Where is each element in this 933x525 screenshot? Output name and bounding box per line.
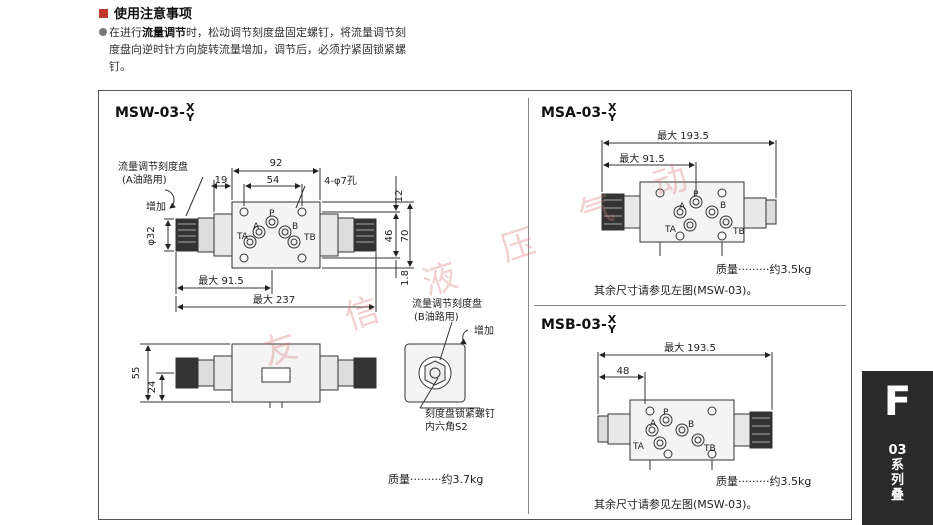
svg-text:TA: TA — [664, 225, 677, 235]
svg-text:TB: TB — [303, 233, 316, 243]
svg-text:48: 48 — [617, 366, 630, 377]
section-letter: F — [883, 379, 912, 425]
svg-text:B: B — [292, 222, 298, 232]
svg-text:A: A — [253, 222, 260, 232]
svg-text:A: A — [650, 419, 657, 429]
svg-text:最大 193.5: 最大 193.5 — [664, 341, 716, 354]
svg-text:增加: 增加 — [146, 200, 166, 213]
section-tab: F 03 系 列 叠 — [862, 371, 933, 525]
svg-text:最大 237: 最大 237 — [253, 293, 295, 306]
horizontal-divider — [534, 305, 846, 306]
vertical-divider — [528, 98, 529, 514]
msw-weight: 质量·········约3.7kg — [388, 473, 484, 486]
msa-weight: 质量·········约3.5kg — [716, 263, 812, 276]
svg-text:19: 19 — [215, 175, 228, 186]
section-number: 03 — [888, 443, 907, 458]
section-title: 使用注意事项 — [99, 3, 192, 22]
svg-text:B: B — [720, 201, 726, 211]
svg-text:P: P — [693, 190, 699, 200]
msw-end-view — [404, 321, 480, 409]
svg-text:流量调节刻度盘: 流量调节刻度盘 — [118, 160, 188, 173]
svg-text:内六角S2: 内六角S2 — [425, 420, 468, 433]
svg-text:P: P — [663, 408, 669, 418]
svg-text:4-φ7孔: 4-φ7孔 — [324, 175, 357, 187]
svg-text:φ32: φ32 — [146, 226, 157, 245]
msa-reference: 其余尺寸请参见左图(MSW-03)。 — [594, 284, 758, 297]
svg-text:A: A — [679, 202, 686, 212]
svg-text:TA: TA — [236, 232, 249, 242]
svg-text:46: 46 — [384, 230, 395, 243]
svg-text:1.8: 1.8 — [400, 270, 411, 286]
svg-text:B: B — [688, 420, 694, 430]
msw-top-view — [164, 168, 414, 312]
svg-text:TB: TB — [703, 444, 716, 454]
msa-view — [601, 140, 777, 256]
svg-text:TA: TA — [632, 442, 645, 452]
svg-text:最大 91.5: 最大 91.5 — [198, 274, 243, 287]
svg-text:最大 91.5: 最大 91.5 — [619, 152, 664, 165]
usage-notes: 在进行流量调节时，松动调节刻度盘固定螺钉，将流量调节刻 度盘向逆时针方向旋转流量… — [99, 24, 494, 75]
msb-weight: 质量·········约3.5kg — [716, 475, 812, 488]
bullet-square-icon — [99, 9, 108, 18]
bullet-dot-icon — [99, 28, 107, 36]
msw-side-view — [140, 343, 377, 408]
msb-reference: 其余尺寸请参见左图(MSW-03)。 — [594, 498, 758, 511]
svg-text:24: 24 — [147, 381, 158, 394]
msw-top-labels: 92 54 19 4-φ7孔 12 46 70 1.8 φ32 最大 91.5 … — [118, 158, 411, 306]
svg-text:最大 193.5: 最大 193.5 — [657, 129, 709, 142]
svg-text:P: P — [269, 209, 275, 219]
msb-view — [597, 352, 773, 470]
svg-text:流量调节刻度盘: 流量调节刻度盘 — [412, 297, 482, 310]
svg-text:刻度盘锁紧螺钉: 刻度盘锁紧螺钉 — [425, 407, 495, 420]
svg-text:12: 12 — [394, 190, 405, 203]
svg-text:(B油路用): (B油路用) — [414, 310, 459, 323]
svg-text:70: 70 — [400, 230, 411, 243]
svg-text:(A油路用): (A油路用) — [122, 173, 167, 186]
drawing-frame — [98, 90, 852, 520]
svg-text:92: 92 — [270, 158, 283, 169]
svg-text:55: 55 — [131, 367, 142, 380]
svg-text:54: 54 — [267, 175, 280, 186]
svg-text:TB: TB — [732, 227, 745, 237]
svg-text:增加: 增加 — [474, 324, 494, 337]
